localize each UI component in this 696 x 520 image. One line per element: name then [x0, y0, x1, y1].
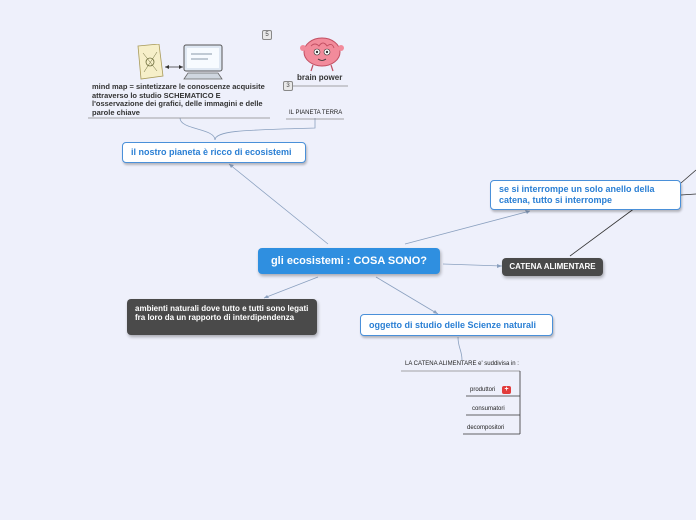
topic-ecosistemi-label: il nostro pianeta è ricco di ecosistemi	[131, 147, 292, 157]
list-item-produttori[interactable]: produttori	[470, 387, 496, 393]
list-item-consumatori[interactable]: consumatori	[472, 406, 505, 412]
red-tag-icon: +	[502, 386, 511, 394]
central-topic-label: gli ecosistemi : COSA SONO?	[270, 255, 428, 267]
mind-map-note[interactable]: mind map = sintetizzare le conoscenze ac…	[92, 82, 265, 118]
count-badge-3[interactable]: 3	[283, 81, 293, 91]
topic-ambienti[interactable]: ambienti naturali dove tutto e tutti son…	[127, 299, 317, 335]
central-topic[interactable]: gli ecosistemi : COSA SONO?	[258, 248, 440, 274]
map-paper-icon	[135, 43, 165, 80]
topic-ambienti-label: ambienti naturali dove tutto e tutti son…	[135, 304, 309, 322]
list-item-decompositori[interactable]: decompositori	[467, 425, 505, 431]
brain-icon	[299, 36, 345, 72]
pianeta-terra-label[interactable]: IL PIANETA TERRA	[289, 110, 343, 116]
suddivisa-label[interactable]: LA CATENA ALIMENTARE e' suddivisa in :	[405, 361, 519, 367]
topic-catena-alimentare[interactable]: CATENA ALIMENTARE	[502, 258, 603, 276]
topic-ecosistemi[interactable]: il nostro pianeta è ricco di ecosistemi	[122, 142, 306, 163]
topic-scienze[interactable]: oggetto di studio delle Scienze naturali	[360, 314, 553, 336]
count-badge-5[interactable]: 5	[262, 30, 272, 40]
topic-catena-label: CATENA ALIMENTARE	[509, 262, 596, 271]
topic-interrompe-label: se si interrompe un solo anello della ca…	[499, 184, 655, 205]
topic-interrompe[interactable]: se si interrompe un solo anello della ca…	[490, 180, 681, 210]
brain-power-label[interactable]: brain power	[297, 73, 343, 82]
computer-monitor-icon	[182, 43, 224, 81]
topic-scienze-label: oggetto di studio delle Scienze naturali	[369, 320, 537, 330]
arrow-exchange-icon	[164, 58, 184, 69]
